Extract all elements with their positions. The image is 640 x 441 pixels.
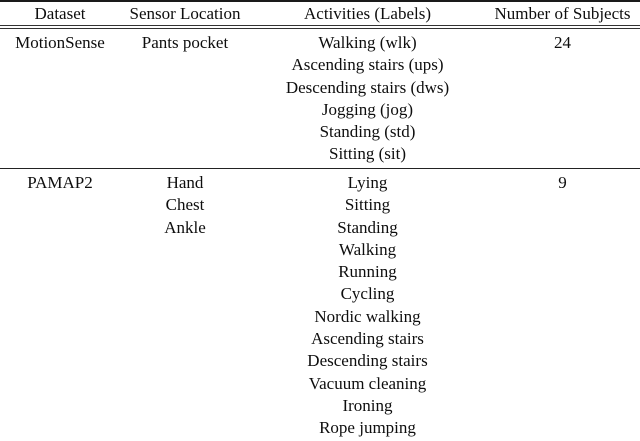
cell-line: Ascending stairs bbox=[311, 329, 424, 349]
cell-line: Ironing bbox=[342, 395, 393, 415]
cell-line: Ascending stairs (ups) bbox=[291, 55, 444, 75]
cell-line: Chest bbox=[165, 195, 205, 215]
cell-line: Running bbox=[338, 262, 397, 282]
cell-line: Hand bbox=[166, 173, 204, 192]
cell-line: Walking bbox=[338, 239, 397, 259]
table-row-motionsense: MotionSense Pants pocket Walking (wlk) As… bbox=[0, 29, 640, 169]
cell-line: Rope jumping bbox=[319, 418, 416, 438]
header-cell-activities: Activities (Labels) bbox=[304, 4, 431, 23]
cell-dataset-name: PAMAP2 bbox=[27, 173, 93, 192]
cell-line: Jogging (jog) bbox=[321, 99, 414, 119]
cell-num-subjects: 24 bbox=[554, 33, 571, 52]
header-cell-dataset: Dataset bbox=[34, 4, 86, 23]
cell-dataset-name: MotionSense bbox=[15, 33, 105, 52]
cell-line: Ankle bbox=[164, 217, 206, 237]
table-header-row: Dataset Sensor Location Activities (Labe… bbox=[0, 2, 640, 26]
cell-activities: Walking (wlk) Ascending stairs (ups)Desce… bbox=[250, 32, 485, 166]
cell-line: Vacuum cleaning bbox=[308, 373, 427, 393]
header-cell-number-of-subjects: Number of Subjects bbox=[494, 4, 631, 23]
header-cell-sensor-location: Sensor Location bbox=[129, 4, 241, 23]
cell-line: Cycling bbox=[340, 284, 395, 304]
cell-line: Standing bbox=[337, 217, 398, 237]
cell-sensor-locations: Pants pocket bbox=[120, 32, 250, 54]
cell-line: Standing (std) bbox=[319, 122, 416, 142]
cell-line: Descending stairs bbox=[307, 351, 428, 371]
table-top-rule bbox=[0, 0, 640, 2]
cell-line: Lying bbox=[347, 173, 388, 192]
cell-line: Nordic walking bbox=[314, 306, 421, 326]
cell-line: Descending stairs (dws) bbox=[285, 77, 450, 97]
cell-line: Pants pocket bbox=[141, 33, 229, 52]
cell-line: Walking (wlk) bbox=[318, 33, 417, 52]
cell-line: Sitting bbox=[344, 195, 391, 215]
cell-num-subjects: 9 bbox=[558, 173, 567, 192]
header-double-rule bbox=[0, 26, 640, 29]
cell-line: Sitting (sit) bbox=[329, 144, 406, 164]
